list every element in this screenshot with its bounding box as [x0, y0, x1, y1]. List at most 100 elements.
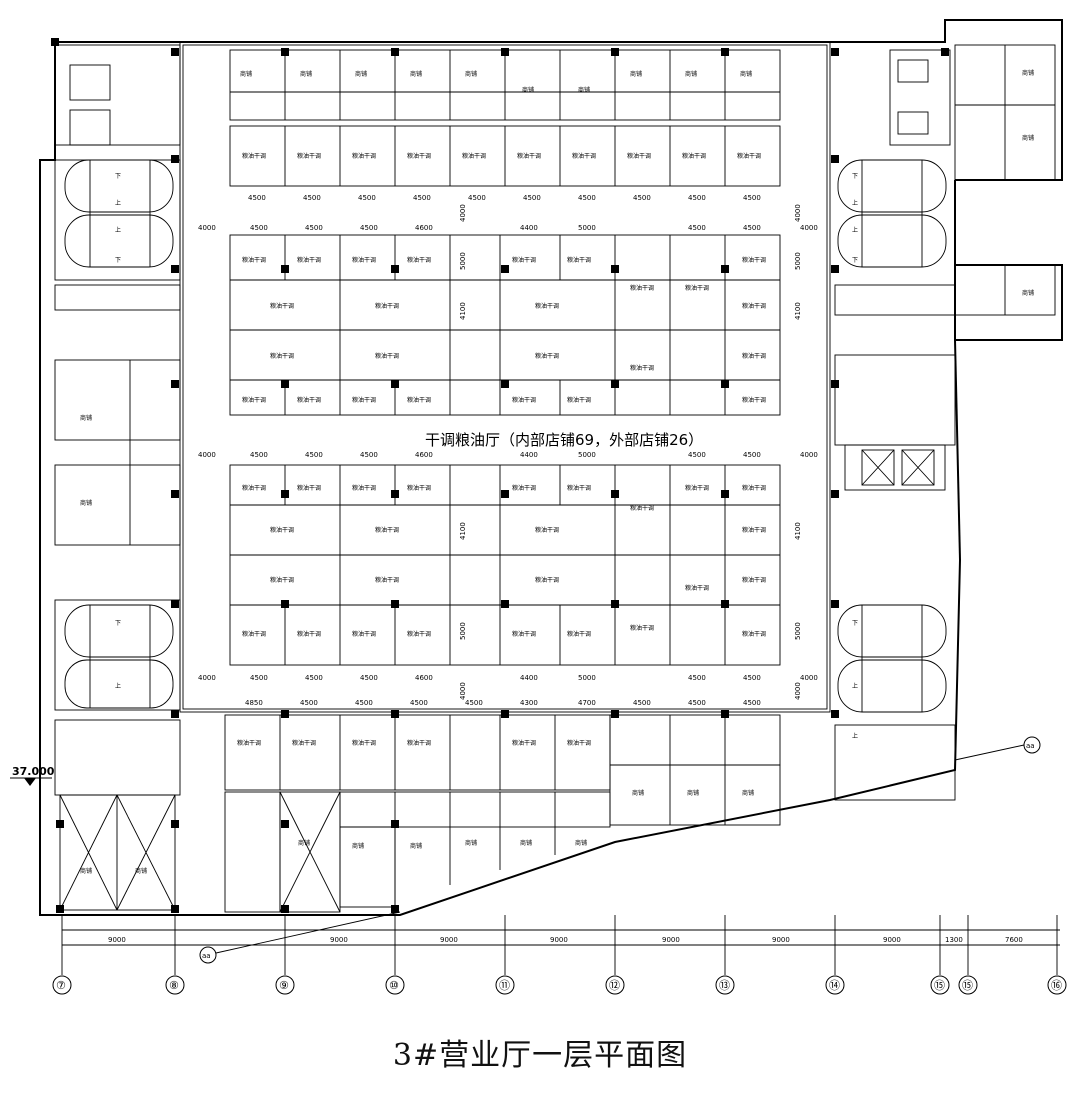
stall-label: 粮油干调 [242, 396, 266, 404]
stall-label: 粮油干调 [270, 302, 294, 310]
stall-label: 粮油干调 [742, 302, 766, 310]
dim-label: 4500 [303, 194, 321, 202]
dim-label: 4500 [413, 194, 431, 202]
stall-label: 粮油干调 [352, 484, 376, 492]
shop-label: 商铺 [465, 839, 477, 847]
dim-label: 9000 [440, 936, 458, 944]
axis-label: ⑫ [609, 979, 620, 992]
shop-label: 商铺 [298, 839, 310, 847]
dim-label: 4500 [248, 194, 266, 202]
stall-label: 粮油干调 [242, 256, 266, 264]
dim-label: 4500 [523, 194, 541, 202]
stall-label: 粮油干调 [242, 152, 266, 160]
elevators [861, 59, 935, 486]
axis-aa-label: aa [1026, 742, 1035, 750]
stall-label: 粮油干调 [462, 152, 486, 160]
stair-up-label: 上 [115, 199, 121, 207]
shop-label: 商铺 [1022, 69, 1034, 77]
dim-label: 4500 [468, 194, 486, 202]
dim-label: 4500 [360, 224, 378, 232]
shop-label: 商铺 [687, 789, 699, 797]
stall-label: 粮油干调 [627, 152, 651, 160]
stall-label: 粮油干调 [567, 256, 591, 264]
dim-label: 5000 [578, 451, 596, 459]
shop-label: 商铺 [80, 414, 92, 422]
stall-label: 粮油干调 [535, 352, 559, 360]
dim-label: 4500 [743, 224, 761, 232]
stall-label: 粮油干调 [630, 364, 654, 372]
axis-label: ⑮ [962, 979, 973, 992]
dim-label: 4100 [459, 522, 467, 540]
stall-label: 粮油干调 [297, 630, 321, 638]
stair-down-label: 下 [852, 620, 858, 627]
dim-label: 4500 [465, 699, 483, 707]
stall-label: 粮油干调 [352, 739, 376, 747]
plan-title: 3#营业厅一层平面图 [392, 1038, 688, 1073]
stall-label: 粮油干调 [292, 739, 316, 747]
dim-label: 4300 [520, 699, 538, 707]
left-escalators [64, 159, 174, 709]
columns [51, 38, 949, 913]
dim-label: 7600 [1005, 936, 1023, 944]
dimensions-top: 4500 4500 4500 4500 4500 4500 4500 4500 … [248, 194, 761, 202]
axis-aa-label: aa [202, 952, 211, 960]
dim-label: 4500 [743, 451, 761, 459]
stall-label: 粮油干调 [407, 484, 431, 492]
shop-label: 商铺 [740, 70, 752, 78]
dim-label: 5000 [794, 622, 802, 640]
dim-label: 4500 [305, 451, 323, 459]
dimensions-middle: 4000 4500 4500 4500 4600 4400 5000 4500 … [198, 224, 818, 682]
axis-label: ⑧ [169, 979, 179, 992]
dim-label: 4500 [743, 674, 761, 682]
dim-label: 9000 [883, 936, 901, 944]
stall-label: 粮油干调 [685, 284, 709, 292]
bottom-stalls [224, 714, 781, 913]
shop-label: 商铺 [410, 70, 422, 78]
stair-up-label: 上 [115, 226, 121, 234]
dim-label: 4500 [633, 194, 651, 202]
dim-label: 9000 [772, 936, 790, 944]
dim-label: 4500 [578, 194, 596, 202]
shop-label: 商铺 [632, 789, 644, 797]
stair-up-label: 上 [852, 732, 858, 740]
stall-label: 粮油干调 [742, 526, 766, 534]
dim-label: 4500 [355, 699, 373, 707]
stall-label: 粮油干调 [737, 152, 761, 160]
shop-labels: 商铺 商铺 商铺 商铺 商铺 商铺 商铺 商铺 商铺 商铺 商铺 商铺 商铺 商… [80, 69, 1034, 875]
stall-label: 粮油干调 [512, 396, 536, 404]
dim-label: 4500 [250, 451, 268, 459]
stall-label: 粮油干调 [297, 484, 321, 492]
dim-label: 4500 [743, 194, 761, 202]
dim-label: 1300 [945, 936, 963, 944]
stall-label: 粮油干调 [242, 484, 266, 492]
dim-label: 5000 [578, 224, 596, 232]
dim-label: 4500 [688, 699, 706, 707]
stall-label: 粮油干调 [352, 630, 376, 638]
dim-label: 4000 [198, 674, 216, 682]
shop-label: 商铺 [1022, 134, 1034, 142]
axis-gridlines [61, 915, 1058, 975]
stall-row-1 [229, 125, 781, 187]
stair-down-label: 下 [115, 620, 121, 627]
axis-markers: ⑦ ⑧ ⑨ ⑩ ⑪ ⑫ ⑬ ⑭ ⑮ ⑮ ⑯ aa aa [52, 736, 1067, 995]
dim-label: 4000 [198, 451, 216, 459]
dimensions-bottom-row: 4850 4500 4500 4500 4500 4300 4700 4500 … [245, 699, 761, 707]
stall-label: 粮油干调 [572, 152, 596, 160]
stall-label: 粮油干调 [742, 396, 766, 404]
shop-label: 商铺 [522, 86, 534, 94]
dim-label: 4000 [794, 682, 802, 700]
stall-label: 粮油干调 [742, 576, 766, 584]
stair-up-label: 上 [852, 226, 858, 234]
stall-label: 粮油干调 [742, 256, 766, 264]
stall-label: 粮油干调 [512, 484, 536, 492]
stall-label: 粮油干调 [352, 396, 376, 404]
stair-down-label: 下 [115, 257, 121, 264]
dim-label: 4100 [794, 302, 802, 320]
dim-label: 4500 [250, 674, 268, 682]
stall-labels: 粮油干调 粮油干调 粮油干调 粮油干调 粮油干调 粮油干调 粮油干调 粮油干调 … [237, 152, 766, 747]
stall-label: 粮油干调 [512, 256, 536, 264]
dim-label: 9000 [330, 936, 348, 944]
axis-label: ⑭ [829, 979, 840, 992]
dim-label: 4500 [743, 699, 761, 707]
stall-label: 粮油干调 [352, 256, 376, 264]
